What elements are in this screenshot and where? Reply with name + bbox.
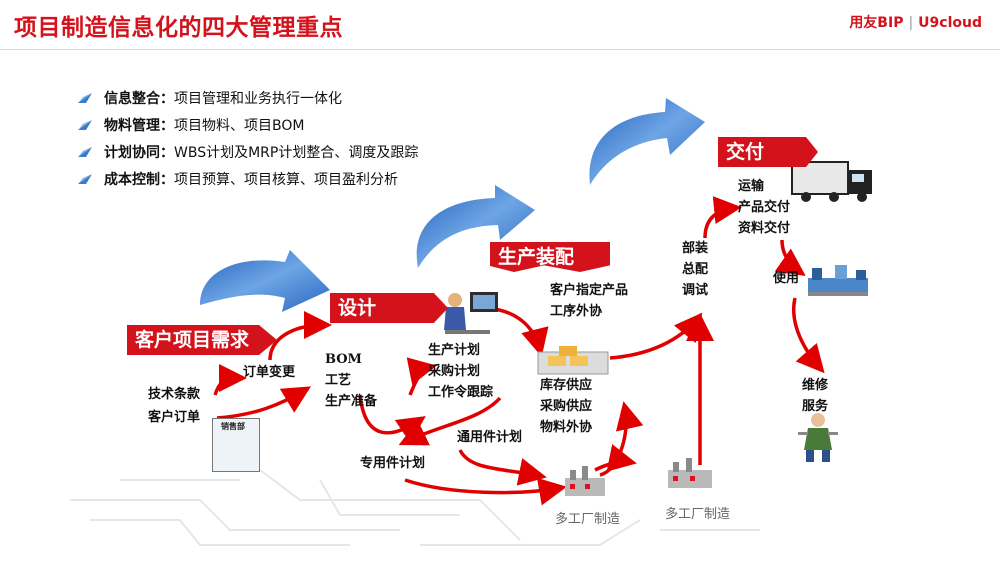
flow-arrow	[398, 396, 502, 446]
flow-arrow	[484, 306, 549, 357]
general-parts-label: 通用件计划	[457, 430, 523, 445]
bullet-head: 计划协同：	[104, 144, 174, 161]
plans-label: 生产计划 采购计划 工作令跟踪	[428, 343, 494, 400]
bullet-item: 成本控制：项目预算、项目核算、项目盈利分析	[78, 165, 418, 192]
bullet-text: 项目管理和业务执行一体化	[174, 90, 342, 107]
big-blue-arrow-icon	[200, 98, 705, 312]
bom-label: BOM 工艺 生产准备	[325, 352, 378, 409]
flow-arrow	[404, 477, 567, 506]
bullet-arrow-icon	[78, 173, 92, 184]
bullet-arrow-icon	[78, 146, 92, 157]
designer-icon	[444, 292, 498, 334]
factory-icon	[565, 466, 605, 496]
bullet-item: 计划协同：WBS计划及MRP计划整合、调度及跟踪	[78, 138, 418, 165]
customer-assign-label: 客户指定产品 工序外协	[550, 283, 629, 319]
technician-icon	[798, 413, 838, 462]
stage-banner-production: 生产装配	[490, 242, 610, 272]
tech-terms-label: 技术条款	[148, 387, 201, 402]
stage-banner-design: 设计	[330, 293, 448, 323]
sales-dept-label: 销售部	[221, 422, 245, 431]
transport-label: 运输 产品交付 资料交付	[738, 179, 791, 236]
flow-arrow	[774, 239, 806, 277]
machine-icon	[808, 265, 868, 296]
logo-product: U9cloud	[918, 15, 982, 31]
page-title: 项目制造信息化的四大管理重点	[14, 15, 343, 41]
bullet-head: 成本控制：	[104, 171, 174, 188]
flow-arrow	[213, 364, 247, 396]
circuit-background	[70, 469, 760, 546]
flow-arrow	[406, 357, 437, 396]
factory-label-2: 多工厂制造	[665, 507, 731, 522]
bullet-arrow-icon	[78, 119, 92, 130]
flow-arrow	[268, 311, 332, 361]
sales-dept-badge: 销售部	[212, 418, 260, 472]
customer-order-label: 客户订单	[148, 410, 201, 425]
factory-icon	[668, 458, 712, 488]
bullet-text: 项目预算、项目核算、项目盈利分析	[174, 171, 398, 188]
flow-arrow	[458, 449, 547, 486]
stage-banner-delivery: 交付	[718, 137, 818, 167]
repair-label: 维修 服务	[802, 378, 829, 414]
flow-arrow	[216, 386, 312, 420]
bullet-item: 物料管理： 项目物料、项目BOM	[78, 111, 418, 138]
flow-arrow	[594, 444, 637, 472]
flow-arrow	[792, 297, 825, 374]
stage-banner-customer: 客户项目需求	[127, 325, 277, 355]
order-change-label: 订单变更	[243, 365, 296, 380]
red-flow-arrows	[213, 196, 825, 506]
supply-label: 库存供应 采购供应 物料外协	[540, 378, 593, 435]
logo-separator: |	[908, 15, 914, 31]
logo-brand: 用友BIP	[849, 15, 904, 31]
special-parts-label: 专用件计划	[360, 456, 426, 471]
bullet-item: 信息整合：项目管理和业务执行一体化	[78, 84, 418, 111]
assembly-label: 部装 总配 调试	[682, 241, 709, 298]
use-label: 使用	[773, 271, 800, 286]
flow-arrow	[703, 196, 742, 239]
key-points-list: 信息整合：项目管理和业务执行一体化 物料管理： 项目物料、项目BOM 计划协同：…	[78, 84, 418, 192]
title-divider	[0, 49, 1000, 50]
factory-label-1: 多工厂制造	[555, 512, 621, 527]
truck-icon	[791, 161, 872, 202]
bullet-arrow-icon	[78, 92, 92, 103]
bullet-head: 物料管理：	[104, 117, 174, 134]
brand-logo: 用友BIP|U9cloud	[849, 12, 982, 32]
bullet-head: 信息整合：	[104, 90, 174, 107]
bullet-text: WBS计划及MRP计划整合、调度及跟踪	[174, 144, 419, 161]
warehouse-icon	[537, 346, 609, 375]
flow-arrow	[609, 312, 703, 360]
bullet-text: 项目物料、项目BOM	[174, 117, 305, 134]
